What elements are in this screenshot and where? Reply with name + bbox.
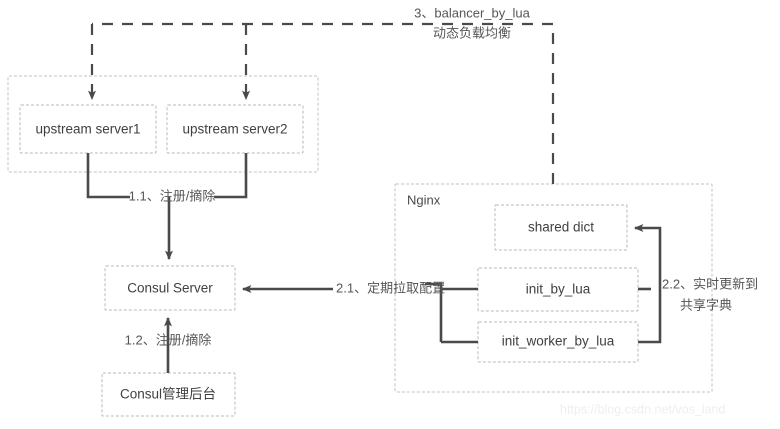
- edge-balancer-label-line2: 动态负载均衡: [433, 25, 511, 40]
- nginx-group-label: Nginx: [407, 192, 441, 207]
- edge-update-dict-label-line1: 2.2、实时更新到: [662, 276, 758, 291]
- node-shared-dict-label: shared dict: [528, 220, 594, 235]
- upstream-group-container: [7, 75, 319, 173]
- node-consul-server[interactable]: [104, 265, 236, 311]
- node-init-worker-by-lua-label: init_worker_by_lua: [502, 334, 615, 349]
- edge-update-dict-to-shared-dict: [633, 224, 662, 344]
- edge-update-dict-label-line2: 共享字典: [680, 297, 732, 312]
- node-init-by-lua-label: init_by_lua: [526, 282, 591, 297]
- edge-register-admin-label: 1.2、注册/摘除: [125, 332, 212, 347]
- edge-register-upstream-label: 1.1、注册/摘除: [129, 188, 216, 203]
- node-consul-server-label: Consul Server: [127, 281, 213, 296]
- node-upstream-server2-label: upstream server2: [182, 122, 287, 137]
- edge-register-upstream-left-leg: [86, 153, 130, 199]
- node-shared-dict[interactable]: [494, 204, 628, 251]
- node-upstream-server1[interactable]: [19, 104, 157, 154]
- node-upstream-server2[interactable]: [166, 104, 304, 154]
- node-upstream-server1-label: upstream server1: [35, 122, 140, 137]
- edge-register-upstream-right-leg: [214, 153, 248, 199]
- edge-pull-config-label: 2.1、定期拉取配置: [336, 280, 445, 295]
- edge-balancer-label-line1: 3、balancer_by_lua: [414, 5, 530, 20]
- edge-pull-config-merge: [425, 282, 443, 342]
- node-consul-admin-label: Consul管理后台: [120, 387, 216, 402]
- watermark-text: https://blog.csdn.net/vos_land: [560, 402, 725, 416]
